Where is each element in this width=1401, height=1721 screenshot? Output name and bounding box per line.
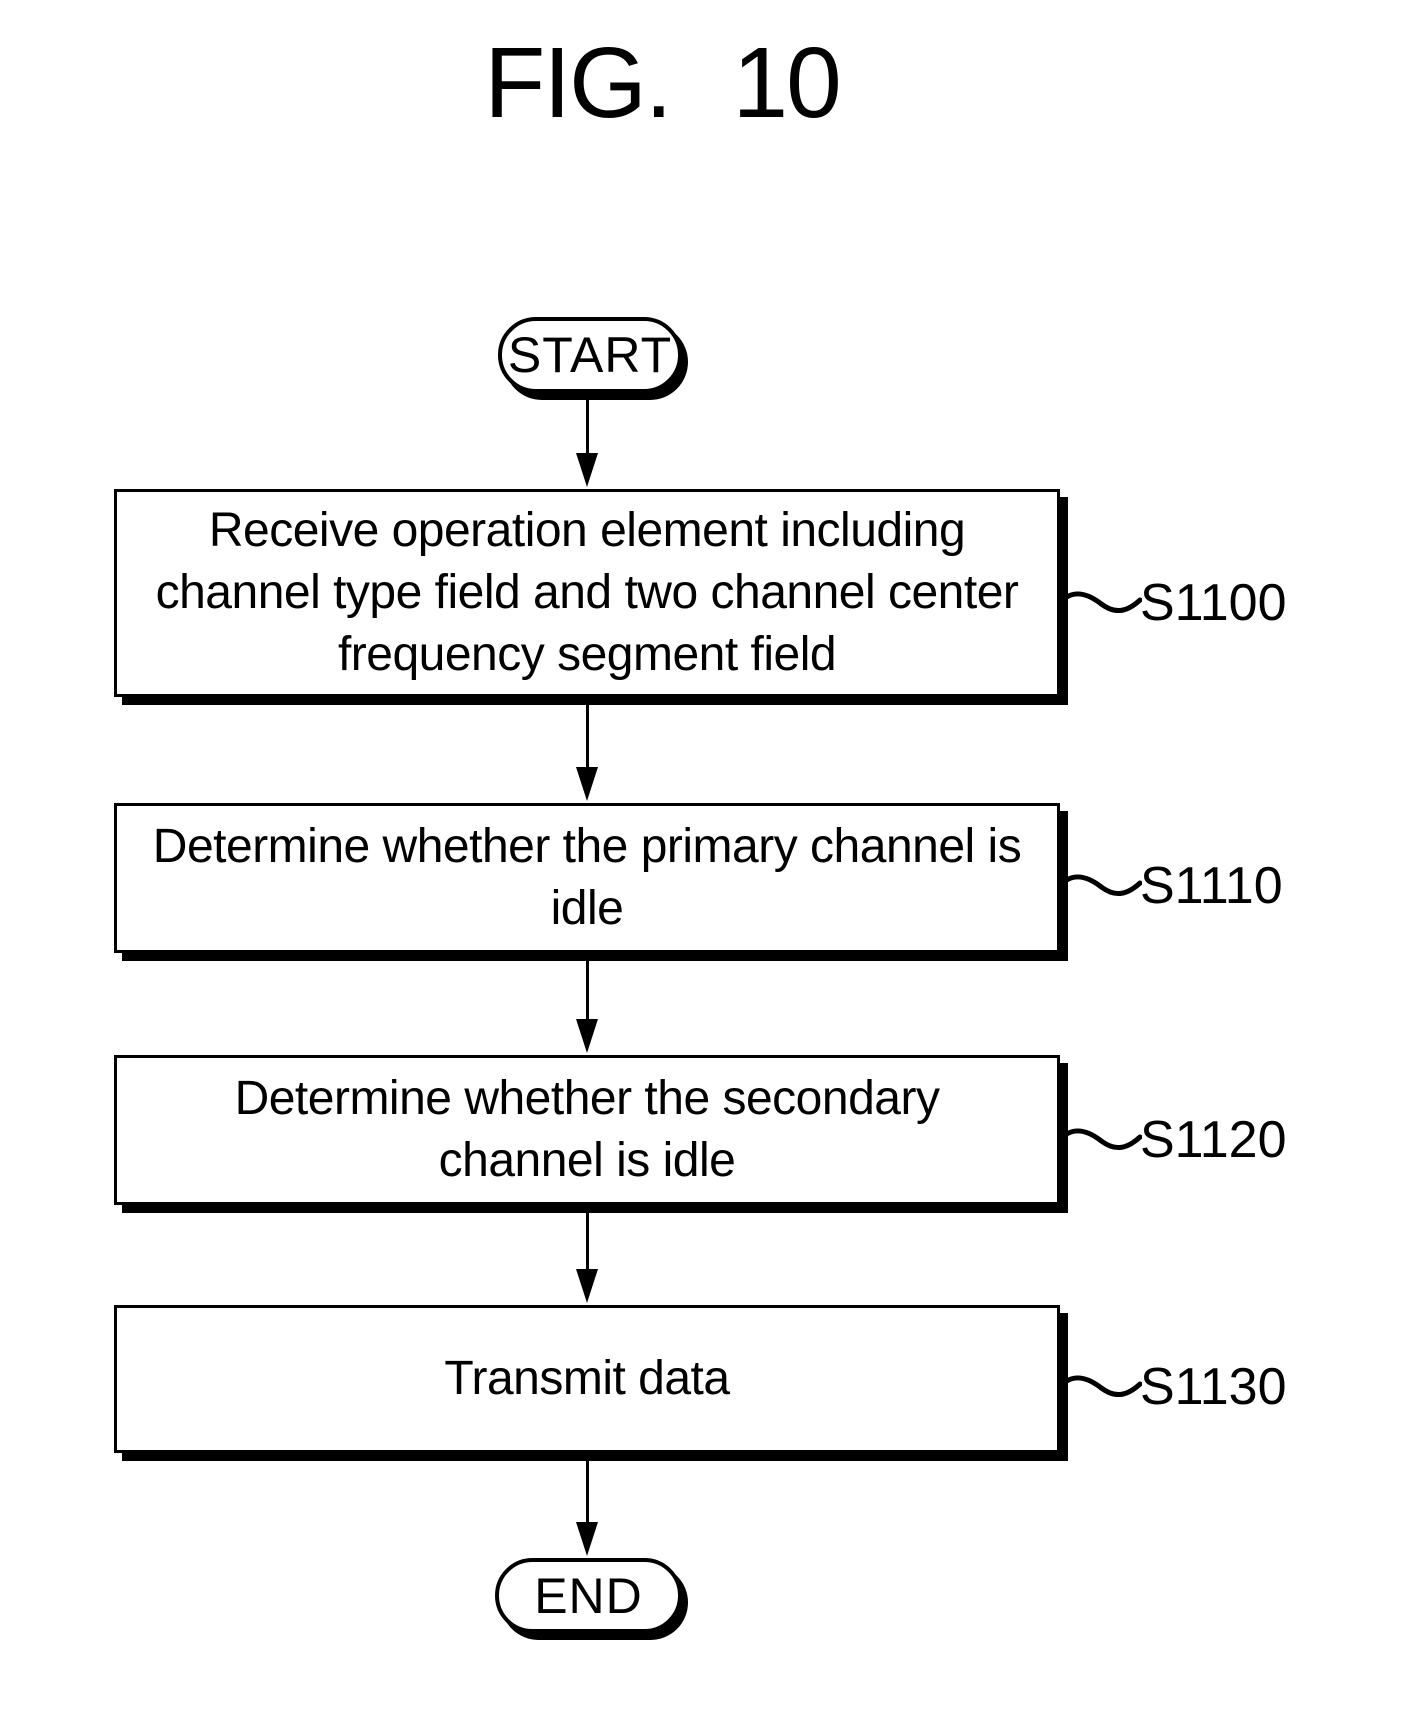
arrow-line — [585, 1213, 589, 1269]
step-ref-text: S1130 — [1140, 1358, 1287, 1416]
end-label: END — [534, 1567, 643, 1624]
process-box-primary-channel-idle: Determine whether the primary channel is… — [114, 803, 1060, 953]
start-terminal: START — [498, 317, 682, 393]
arrow-head-icon — [576, 1019, 598, 1053]
flow-arrow — [575, 1213, 599, 1303]
connector-squiggle-icon — [1058, 874, 1142, 896]
step-ref-text: S1120 — [1140, 1111, 1287, 1169]
step-ref-text: S1100 — [1140, 574, 1287, 632]
step-ref-label: S1130 — [1058, 1355, 1287, 1419]
step-ref-label: S1120 — [1058, 1108, 1287, 1172]
arrow-line — [585, 705, 589, 767]
process-text: Transmit data — [444, 1352, 730, 1405]
flow-arrow — [575, 705, 599, 801]
step-ref-label: S1110 — [1058, 854, 1283, 918]
arrow-head-icon — [576, 1269, 598, 1303]
arrow-line — [585, 961, 589, 1019]
figure-title: FIG. 10 — [484, 27, 841, 139]
connector-squiggle-icon — [1058, 591, 1142, 613]
flow-arrow — [575, 961, 599, 1053]
process-text: Determine whether the secondary channel … — [234, 1072, 940, 1187]
arrow-head-icon — [576, 453, 598, 487]
end-terminal: END — [495, 1558, 682, 1633]
flow-arrow — [575, 1461, 599, 1556]
process-text: Determine whether the primary channel is… — [152, 820, 1022, 935]
arrow-head-icon — [576, 1522, 598, 1556]
arrow-line — [585, 393, 589, 453]
process-box-transmit-data: Transmit data — [114, 1305, 1060, 1453]
start-label: START — [507, 327, 673, 383]
flow-arrow — [575, 393, 599, 487]
process-box-secondary-channel-idle: Determine whether the secondary channel … — [114, 1055, 1060, 1205]
process-text: Receive operation element including chan… — [155, 504, 1019, 681]
step-ref-text: S1110 — [1140, 857, 1283, 915]
process-box-receive-operation-element: Receive operation element including chan… — [114, 489, 1060, 697]
connector-squiggle-icon — [1058, 1375, 1142, 1397]
step-ref-label: S1100 — [1058, 571, 1287, 635]
arrow-head-icon — [576, 767, 598, 801]
arrow-line — [585, 1461, 589, 1522]
connector-squiggle-icon — [1058, 1128, 1142, 1150]
